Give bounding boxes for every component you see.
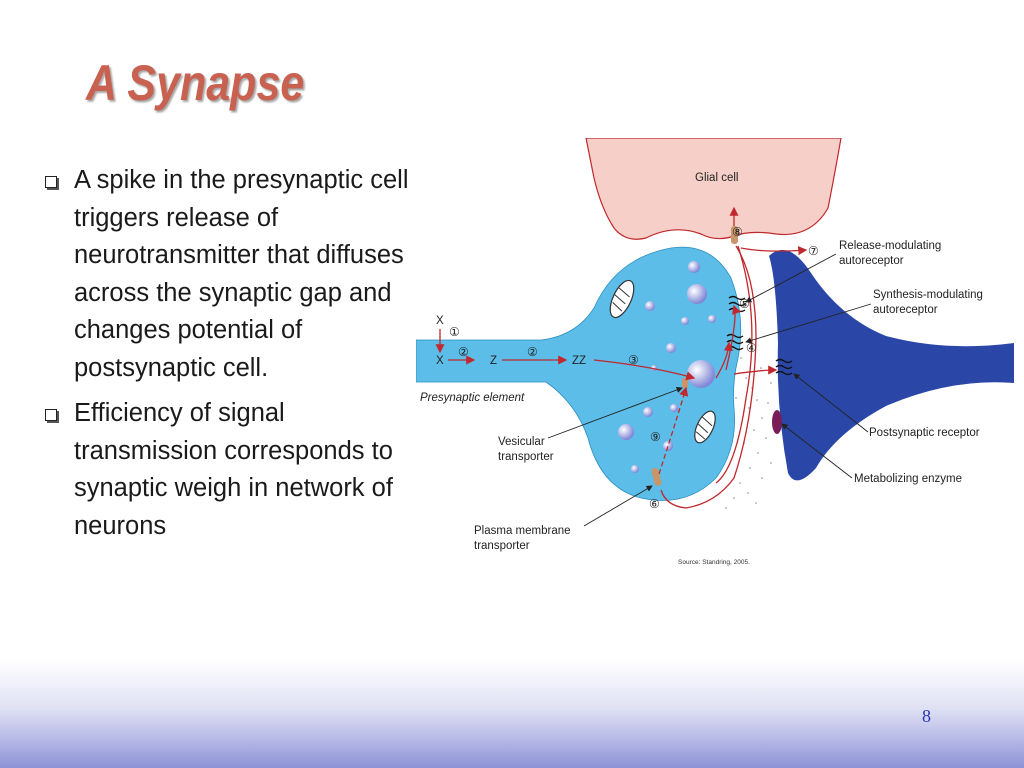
step-marker-4: ④ — [746, 341, 757, 355]
footer-gradient-band — [0, 660, 1024, 768]
step-marker-2: ② — [458, 345, 469, 359]
release-modulating-label-1: Release-modulating — [839, 240, 941, 252]
synthesis-modulating-label-2: autoreceptor — [873, 304, 938, 316]
glial-cell-shape — [585, 138, 842, 240]
synthesis-modulating-label-1: Synthesis-modulating — [873, 289, 983, 301]
step-marker-8: ⑧ — [732, 225, 743, 239]
checkbox-bullet-icon — [45, 409, 57, 421]
mitochondrion — [609, 279, 635, 319]
metabolizing-enzyme-shape — [772, 410, 782, 434]
pathway-arrows — [435, 206, 808, 509]
pathway-zz: ZZ — [572, 355, 586, 367]
plasma-membrane-transporter-shape — [651, 467, 662, 486]
step-marker-7: ⑦ — [808, 244, 819, 258]
glial-transporter-shape — [731, 226, 738, 244]
postsynaptic-element-shape — [769, 249, 1014, 481]
bullet-text: Efficiency of signal transmission corres… — [74, 399, 393, 540]
synapse-diagram: Glial cell — [416, 138, 1014, 566]
plasma-membrane-transporter-label-1: Plasma membrane — [474, 525, 571, 537]
vesicular-transporter-shape — [682, 378, 688, 388]
step-marker-3: ③ — [628, 353, 639, 367]
vesicular-transporter-label-2: transporter — [498, 451, 554, 463]
vesicular-transporter-label-1: Vesicular — [498, 436, 545, 448]
presynaptic-element-shape — [416, 246, 742, 501]
autoreceptor-squiggles — [726, 295, 793, 376]
bullet-text: A spike in the presynaptic cell triggers… — [74, 166, 409, 382]
leader-lines — [547, 253, 872, 527]
step-marker-9: ⑨ — [650, 430, 661, 444]
pathway-x-top: X — [436, 315, 444, 327]
bullet-list: A spike in the presynaptic cell triggers… — [40, 162, 420, 553]
bullet-item: Efficiency of signal transmission corres… — [40, 395, 420, 545]
step-marker-5: ⑤ — [739, 297, 750, 311]
step-marker-2b: ② — [527, 345, 538, 359]
release-modulating-label-2: autoreceptor — [839, 255, 904, 267]
step-marker-1: ① — [449, 325, 460, 339]
pathway-x-mid: X — [436, 355, 444, 367]
presynaptic-element-label: Presynaptic element — [420, 392, 525, 404]
metabolizing-enzyme-label: Metabolizing enzyme — [854, 473, 962, 485]
page-number: 8 — [922, 706, 931, 726]
plasma-membrane-transporter-label-2: transporter — [474, 540, 530, 552]
postsynaptic-receptor-label: Postsynaptic receptor — [869, 427, 980, 439]
slide-title: A Synapse — [86, 55, 305, 111]
bullet-item: A spike in the presynaptic cell triggers… — [40, 162, 420, 387]
checkbox-bullet-icon — [45, 176, 57, 188]
step-marker-6: ⑥ — [649, 497, 660, 511]
glial-cell-label: Glial cell — [695, 172, 738, 184]
source-credit: Source: Standring, 2005. — [678, 559, 750, 566]
pathway-z: Z — [490, 355, 497, 367]
mitochondrion — [694, 410, 716, 444]
